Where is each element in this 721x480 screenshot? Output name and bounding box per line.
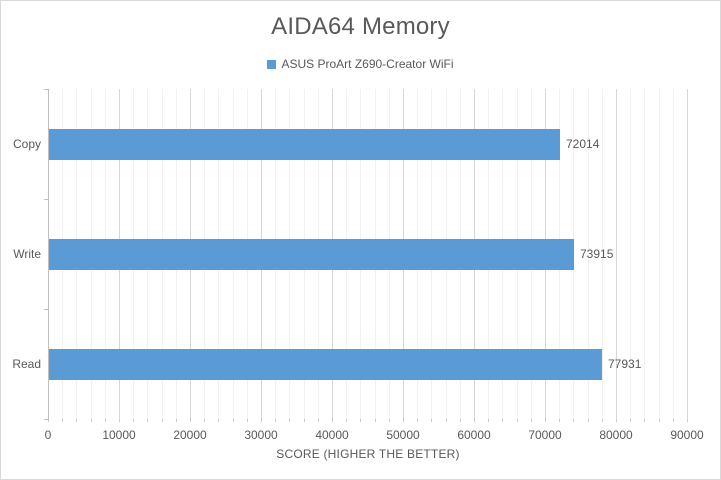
x-axis-tick	[332, 419, 333, 422]
x-tick-label: 40000	[315, 428, 349, 442]
x-axis-tick	[76, 419, 77, 422]
x-axis-tick	[176, 419, 177, 422]
x-axis-tick	[162, 419, 163, 422]
x-axis-tick	[105, 419, 106, 422]
x-axis-tick	[389, 419, 390, 422]
bar	[49, 349, 602, 380]
x-axis-tick	[687, 419, 688, 422]
gridline-minor	[673, 89, 674, 419]
x-tick-label: 0	[44, 428, 52, 442]
bar-value-label: 72014	[566, 137, 600, 151]
x-axis-tick	[460, 419, 461, 422]
x-axis-tick	[559, 419, 560, 422]
gridline-major	[616, 89, 617, 419]
x-axis-tick	[218, 419, 219, 422]
x-axis-tick	[403, 419, 404, 422]
legend-label: ASUS ProArt Z690-Creator WiFi	[281, 57, 454, 71]
x-axis-tick	[48, 419, 49, 422]
y-axis-tick	[44, 309, 48, 310]
x-axis-tick	[133, 419, 134, 422]
x-tick-label: 90000	[670, 428, 704, 442]
x-axis-tick	[474, 419, 475, 422]
x-axis-tick	[304, 419, 305, 422]
bar	[49, 239, 574, 270]
x-axis-tick	[545, 419, 546, 422]
bar	[49, 129, 560, 160]
x-axis-tick	[261, 419, 262, 422]
gridline-minor	[630, 89, 631, 419]
x-axis-tick	[360, 419, 361, 422]
x-tick-label: 10000	[102, 428, 136, 442]
x-axis-tick	[630, 419, 631, 422]
x-axis-tick	[190, 419, 191, 422]
legend-swatch-icon	[267, 59, 277, 69]
x-axis-tick	[91, 419, 92, 422]
x-axis-tick	[616, 419, 617, 422]
x-axis-tick	[375, 419, 376, 422]
x-axis-title: SCORE (HIGHER THE BETTER)	[276, 447, 460, 461]
legend: ASUS ProArt Z690-Creator WiFi	[1, 57, 720, 71]
x-tick-label: 70000	[528, 428, 562, 442]
x-axis-tick	[659, 419, 660, 422]
gridline-minor	[644, 89, 645, 419]
y-axis-tick	[44, 419, 48, 420]
x-axis-tick	[346, 419, 347, 422]
x-axis-tick	[204, 419, 205, 422]
x-axis-tick	[573, 419, 574, 422]
x-axis-tick	[644, 419, 645, 422]
x-tick-label: 20000	[173, 428, 207, 442]
gridline-minor	[602, 89, 603, 419]
x-axis-tick	[502, 419, 503, 422]
x-tick-label: 50000	[386, 428, 420, 442]
bar-value-label: 73915	[580, 247, 614, 261]
bar-value-label: 77931	[608, 357, 642, 371]
x-tick-label: 30000	[244, 428, 278, 442]
x-axis-tick	[147, 419, 148, 422]
x-axis-tick	[673, 419, 674, 422]
x-axis-tick	[431, 419, 432, 422]
x-axis-tick	[247, 419, 248, 422]
x-axis-tick	[588, 419, 589, 422]
x-axis-tick	[233, 419, 234, 422]
x-axis-tick	[488, 419, 489, 422]
gridline-minor	[659, 89, 660, 419]
category-label: Write	[13, 247, 41, 261]
x-axis-tick	[446, 419, 447, 422]
x-axis-tick	[289, 419, 290, 422]
gridline-major	[687, 89, 688, 419]
x-axis-tick	[531, 419, 532, 422]
x-axis-tick	[119, 419, 120, 422]
x-axis-tick	[517, 419, 518, 422]
x-tick-label: 80000	[599, 428, 633, 442]
x-axis-tick	[318, 419, 319, 422]
y-axis-line	[48, 89, 49, 422]
chart-title: AIDA64 Memory	[271, 13, 450, 40]
category-label: Copy	[12, 137, 41, 151]
x-axis-tick	[62, 419, 63, 422]
y-axis-tick	[44, 89, 48, 90]
gridline-minor	[588, 89, 589, 419]
x-axis-tick	[417, 419, 418, 422]
x-axis-tick	[275, 419, 276, 422]
category-label: Read	[12, 357, 41, 371]
x-axis-tick	[602, 419, 603, 422]
y-axis-tick	[44, 199, 48, 200]
x-tick-label: 60000	[457, 428, 491, 442]
